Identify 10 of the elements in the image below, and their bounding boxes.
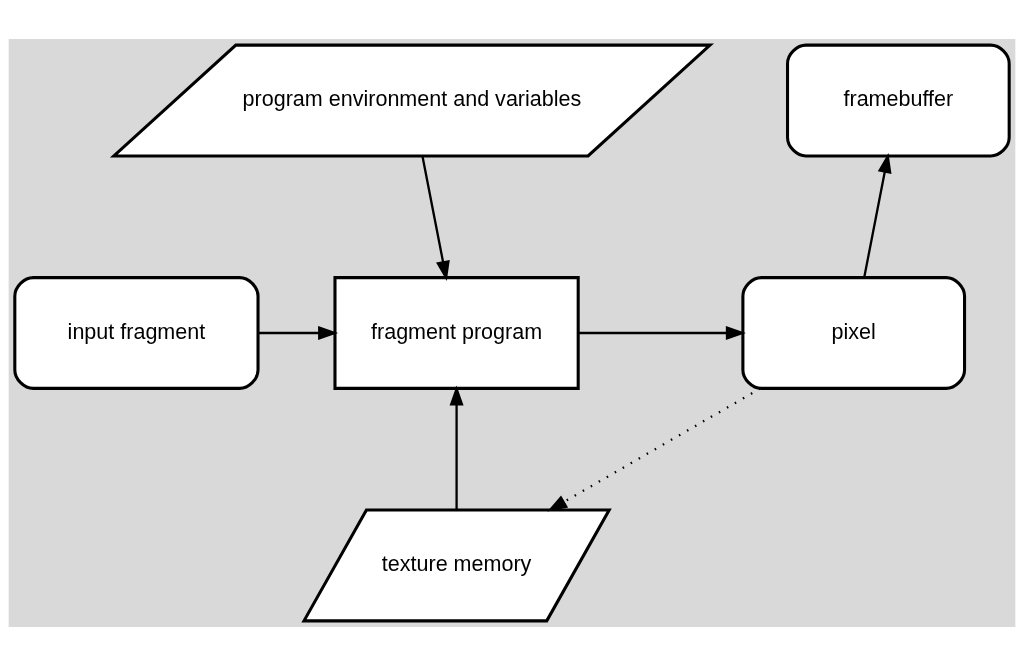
arrow (863, 152, 892, 278)
node-box: fragment program (333, 275, 580, 390)
arrow (547, 387, 761, 512)
arrow (449, 384, 464, 510)
arrow (421, 155, 450, 281)
arrow (578, 325, 746, 340)
node-box: pixel (741, 275, 967, 390)
arrow (258, 325, 339, 340)
node-box: framebuffer (786, 43, 1011, 157)
node-box: input fragment (13, 275, 260, 390)
